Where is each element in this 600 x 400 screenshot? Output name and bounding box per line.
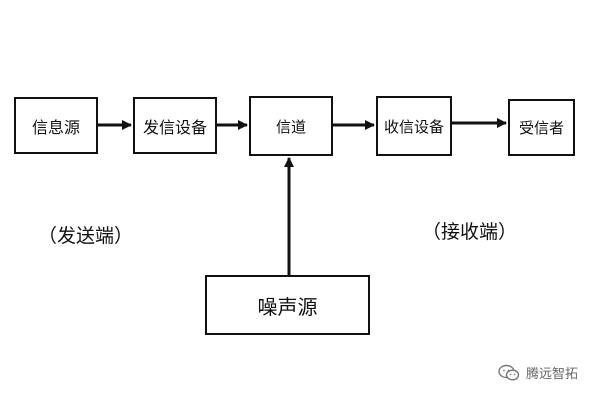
- watermark: 腾远智拓: [498, 363, 578, 382]
- wechat-icon: [498, 364, 520, 381]
- node-transmitter: 发信设备: [133, 97, 217, 154]
- caption-receiving-end: （接收端）: [422, 221, 518, 243]
- node-sink-label: 受信者: [518, 119, 564, 137]
- node-noise-source: 噪声源: [205, 275, 370, 335]
- node-channel: 信道: [249, 96, 333, 156]
- node-receiver-label: 收信设备: [383, 117, 444, 136]
- node-information-source-label: 信息源: [31, 117, 80, 137]
- node-channel-label: 信道: [275, 117, 306, 136]
- watermark-text: 腾远智拓: [525, 367, 578, 382]
- node-transmitter-label: 发信设备: [142, 117, 207, 137]
- node-noise-source-label: 噪声源: [257, 294, 318, 319]
- node-information-source: 信息源: [14, 97, 98, 154]
- caption-sending-end: （发送端）: [38, 225, 134, 247]
- node-sink: 受信者: [508, 99, 575, 156]
- node-receiver: 收信设备: [376, 96, 452, 156]
